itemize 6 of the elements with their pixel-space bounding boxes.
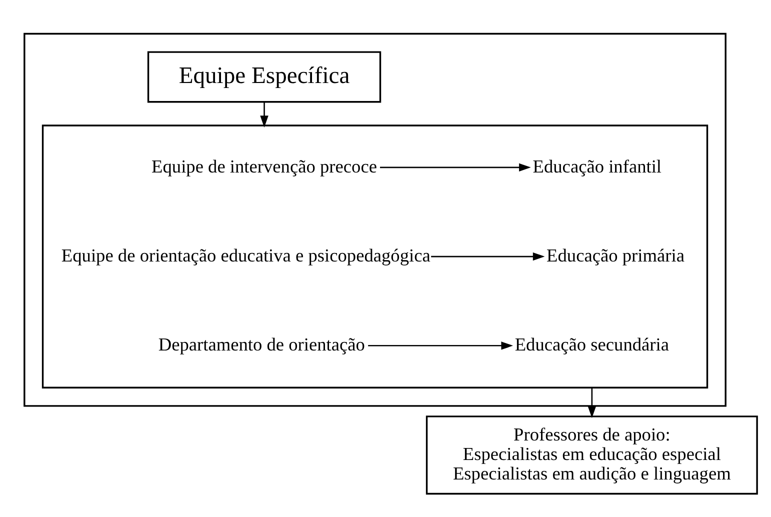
node-text: Educação infantil	[532, 156, 662, 176]
node-text: Departamento de orientação	[158, 334, 365, 355]
node-text: Educação secundária	[514, 334, 670, 355]
node-text: Equipe de intervenção precoce	[152, 156, 377, 176]
node-text: Educação primária	[546, 245, 684, 266]
node-text: Equipe de orientação educativa e psicopedagógica	[61, 245, 430, 266]
